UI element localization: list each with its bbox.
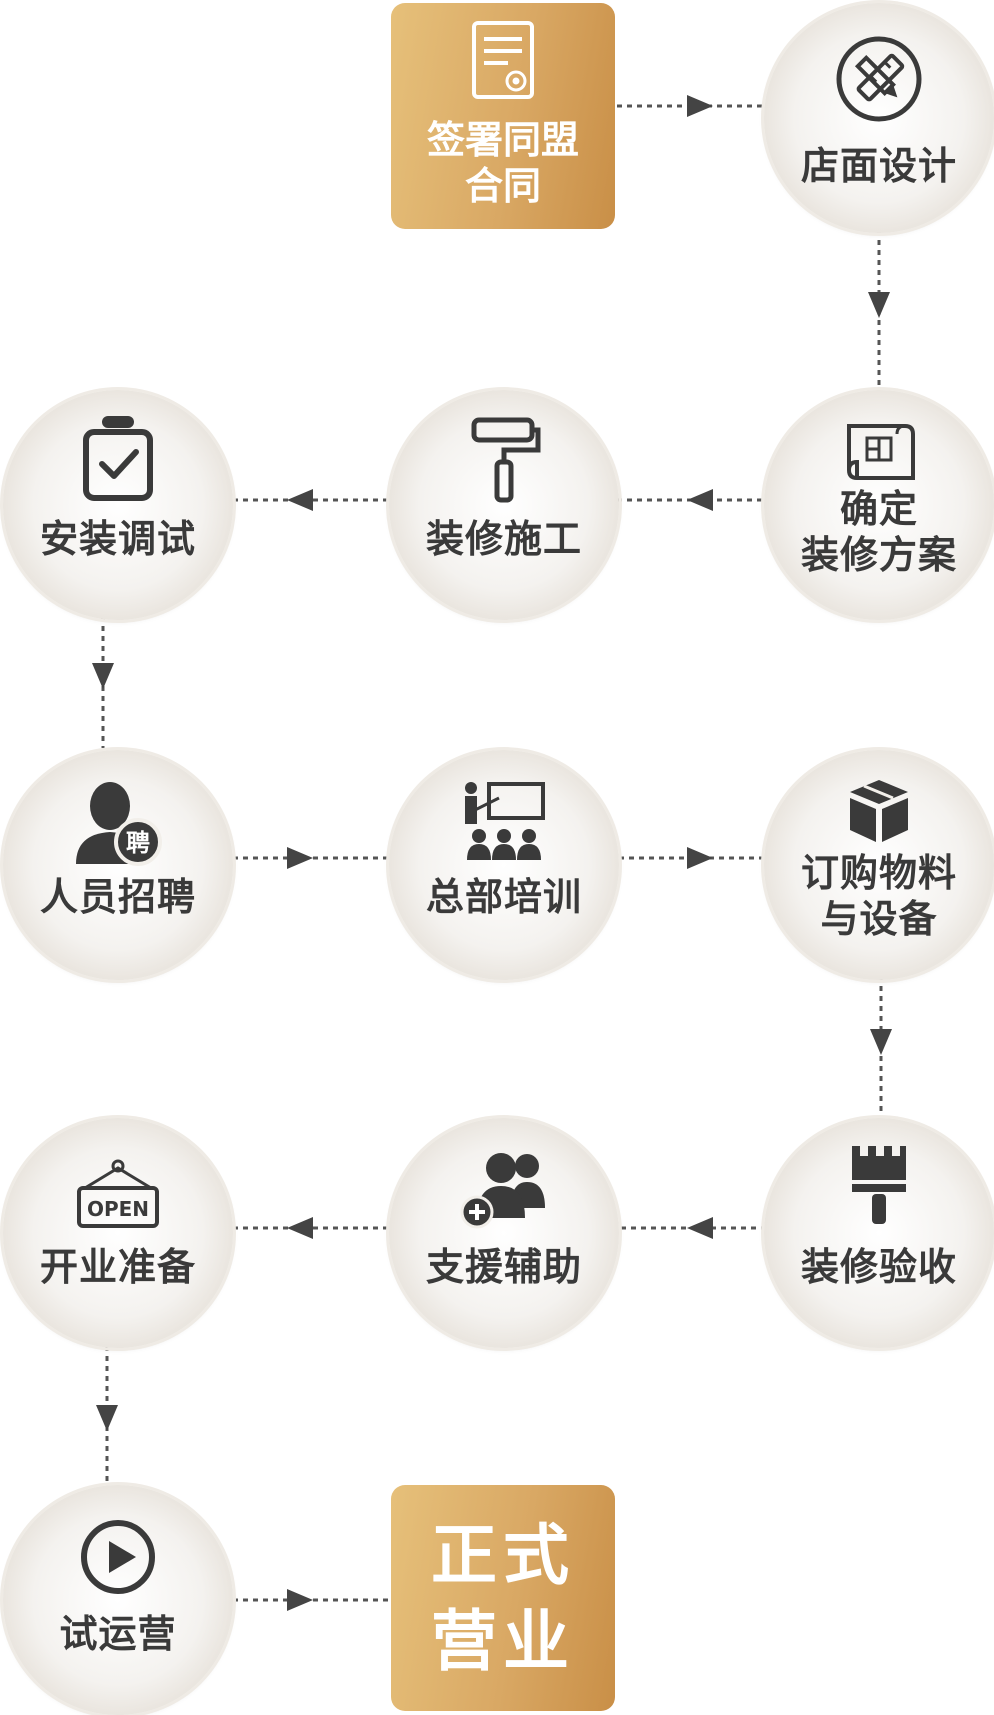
connector-arrowhead — [687, 95, 713, 117]
step-sign-contract: 签署同盟 合同 — [391, 3, 615, 229]
connector-arrowhead — [287, 1589, 313, 1611]
connector-arrowhead — [687, 1217, 713, 1239]
play-icon — [3, 1517, 233, 1601]
step-official-opening: 正式 营业 — [391, 1485, 615, 1711]
recruit-badge-text: 聘 — [126, 829, 150, 857]
training-icon — [389, 780, 619, 870]
step-label: 签署同盟 合同 — [426, 118, 579, 208]
paint-roller-icon — [389, 414, 619, 510]
open-sign-icon: OPEN — [3, 1158, 233, 1236]
step-label: 试运营 — [59, 1612, 177, 1656]
recruit-icon: 聘 — [3, 778, 233, 874]
step-label: 正式 营业 — [431, 1517, 575, 1680]
step-hq-training: 总部培训 — [389, 750, 619, 980]
step-label: 安装调试 — [39, 517, 196, 561]
step-label: 装修施工 — [425, 517, 582, 561]
blueprint-icon — [764, 418, 994, 492]
connector-arrowhead — [96, 1405, 118, 1431]
step-label: 确定 装修方案 — [800, 487, 957, 577]
connector-arrowhead — [868, 292, 890, 318]
step-order-materials: 订购物料 与设备 — [764, 750, 994, 980]
contract-icon — [391, 19, 615, 105]
step-renovation: 装修施工 — [389, 390, 619, 620]
connector-arrowhead — [287, 1217, 313, 1239]
step-store-design: 店面设计 — [764, 3, 994, 233]
connector-arrowhead — [287, 847, 313, 869]
connector-arrowhead — [287, 489, 313, 511]
connector-arrowhead — [92, 663, 114, 689]
step-label: 订购物料 与设备 — [800, 851, 957, 941]
connector-arrowhead — [687, 489, 713, 511]
package-icon — [764, 776, 994, 850]
step-trial-operation: 试运营 — [3, 1485, 233, 1715]
design-tools-icon — [764, 33, 994, 129]
step-label: 店面设计 — [800, 144, 957, 188]
step-label: 开业准备 — [39, 1245, 196, 1289]
brush-icon — [764, 1142, 994, 1232]
step-recruitment: 聘 人员招聘 — [3, 750, 233, 980]
clipboard-check-icon — [3, 412, 233, 508]
step-label: 人员招聘 — [39, 875, 196, 919]
connector-arrowhead — [687, 847, 713, 869]
step-confirm-plan: 确定 装修方案 — [764, 390, 994, 620]
step-support: 支援辅助 — [389, 1118, 619, 1348]
connector-arrowhead — [870, 1029, 892, 1055]
step-label: 装修验收 — [800, 1245, 957, 1289]
step-install-debug: 安装调试 — [3, 390, 233, 620]
open-sign-text: OPEN — [87, 1197, 149, 1221]
step-opening-prep: OPEN 开业准备 — [3, 1118, 233, 1348]
step-inspection: 装修验收 — [764, 1118, 994, 1348]
step-label: 总部培训 — [425, 875, 582, 919]
step-label: 支援辅助 — [425, 1245, 582, 1289]
support-users-icon — [389, 1148, 619, 1236]
